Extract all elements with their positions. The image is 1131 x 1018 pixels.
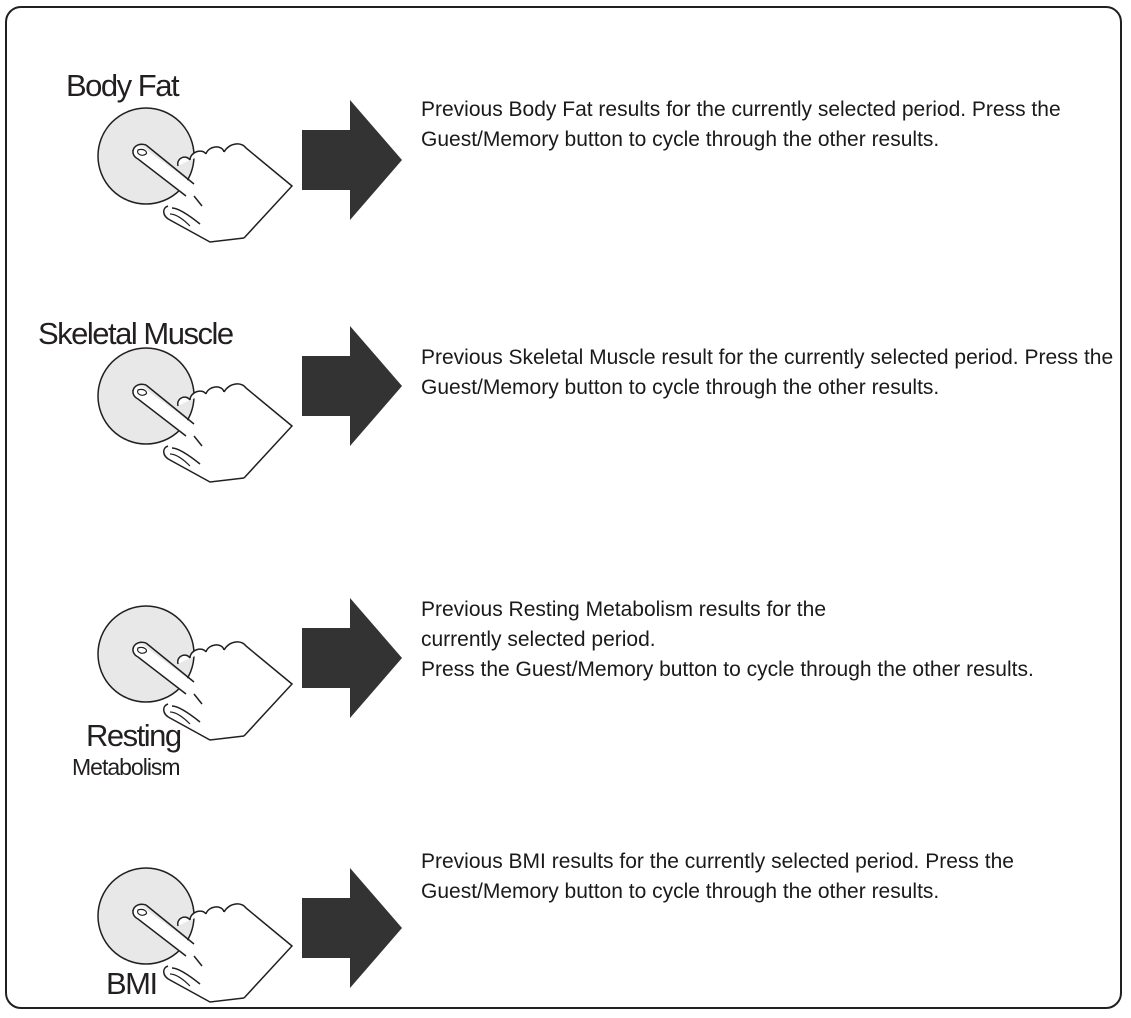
description-line: Previous Resting Metabolism results for … [421, 598, 826, 651]
body-fat-label: Body Fat [66, 68, 180, 103]
description-line: Previous Body Fat results for the curren… [421, 98, 1061, 151]
right-arrow-icon [302, 598, 402, 718]
right-arrow-icon [302, 868, 402, 988]
skeletal-muscle-label: Skeletal Muscle [38, 316, 234, 351]
finger-press-body-fat-button-icon [97, 107, 293, 243]
bmi-description: Previous BMI results for the currently s… [421, 847, 1121, 907]
right-arrow-icon [302, 326, 402, 446]
description-line: Previous Skeletal Muscle result for the … [421, 346, 1114, 399]
description-line: Press the Guest/Memory button to cycle t… [421, 658, 1034, 681]
description-line: Previous BMI results for the currently s… [421, 850, 1014, 903]
finger-press-skeletal-muscle-button-icon [97, 347, 293, 483]
diagram-frame [5, 6, 1122, 1009]
skeletal-muscle-description: Previous Skeletal Muscle result for the … [421, 343, 1121, 403]
right-arrow-icon [302, 100, 402, 220]
resting-label: Resting [86, 718, 182, 753]
resting-metabolism-description: Previous Resting Metabolism results for … [421, 595, 1121, 685]
metabolism-label: Metabolism [72, 754, 181, 780]
bmi-label: BMI [106, 966, 158, 1001]
body-fat-description: Previous Body Fat results for the curren… [421, 95, 1121, 155]
